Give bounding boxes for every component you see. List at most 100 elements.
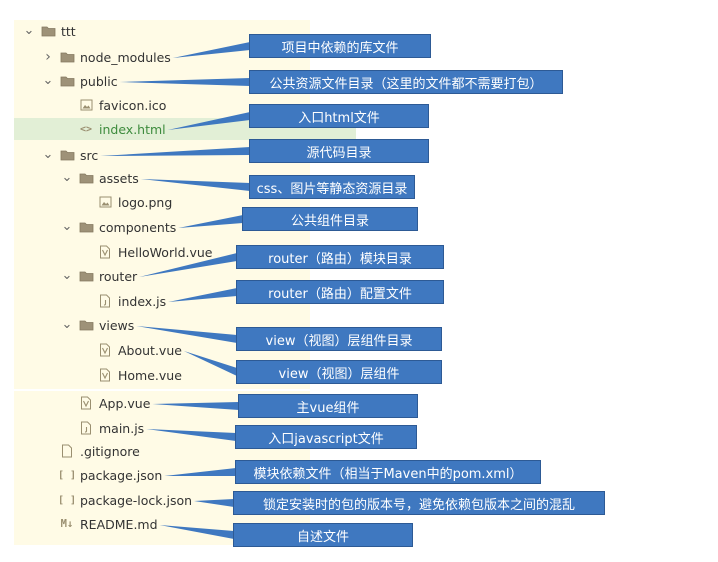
- js-file-icon: [78, 421, 94, 435]
- json-file-icon: [ ]: [57, 469, 77, 481]
- folder-icon: [59, 50, 75, 64]
- tree-folder-row[interactable]: ⌄ public: [41, 70, 118, 92]
- chevron-down-icon[interactable]: ⌄: [23, 23, 35, 38]
- leader-line: [152, 402, 239, 410]
- folder-icon: [78, 269, 94, 283]
- callout-box: view（视图）层组件: [236, 360, 442, 384]
- callout-box: 锁定安装时的包的版本号，避免依赖包版本之间的混乱: [233, 491, 605, 515]
- callout-box: 源代码目录: [249, 139, 429, 163]
- tree-folder-row[interactable]: ⌄assets: [60, 167, 139, 189]
- folder-icon: [59, 148, 75, 162]
- tree-item-label: .gitignore: [80, 443, 140, 459]
- leader-line: [136, 326, 237, 343]
- callout-box: 主vue组件: [238, 394, 418, 418]
- panel-separator: [14, 389, 310, 391]
- leader-line: [194, 499, 234, 507]
- tree-folder-row[interactable]: ⌄ router: [60, 265, 138, 287]
- json-file-icon: [ ]: [57, 494, 77, 506]
- tree-item-label: Home.vue: [118, 367, 182, 383]
- callout-box: 自述文件: [233, 523, 413, 547]
- callout-box: 公共资源文件目录（这里的文件都不需要打包）: [249, 70, 563, 94]
- tree-item-label: public: [80, 73, 118, 89]
- tree-item-label: ttt: [61, 23, 76, 39]
- tree-item-label: components: [99, 219, 177, 235]
- tree-file-row[interactable]: favicon.ico: [60, 94, 166, 116]
- leader-line: [159, 525, 234, 539]
- leader-line: [146, 429, 236, 441]
- js-file-icon: [97, 294, 113, 308]
- tree-item-label: App.vue: [99, 395, 151, 411]
- chevron-down-icon[interactable]: ⌄: [61, 170, 73, 185]
- leader-line: [164, 468, 236, 476]
- markdown-file-icon: M↓: [60, 518, 74, 530]
- vue-file-icon: [78, 396, 94, 410]
- callout-box: 模块依赖文件（相当于Maven中的pom.xml）: [235, 460, 541, 484]
- tree-item-label: index.html: [99, 121, 166, 137]
- chevron-right-icon[interactable]: ›: [45, 49, 51, 65]
- tree-item-label: README.md: [80, 516, 158, 532]
- tree-item-label: package-lock.json: [80, 492, 193, 508]
- leader-line: [168, 288, 237, 302]
- tree-file-row[interactable]: index.js: [79, 290, 166, 312]
- tree-item-label: package.json: [80, 467, 163, 483]
- callout-box: view（视图）层组件目录: [236, 327, 442, 351]
- tree-file-row[interactable]: App.vue: [60, 392, 150, 414]
- chevron-down-icon[interactable]: ⌄: [61, 268, 73, 283]
- chevron-down-icon[interactable]: ⌄: [42, 73, 54, 88]
- tree-file-row[interactable]: .gitignore: [41, 440, 140, 462]
- tree-file-row[interactable]: [ ]package.json: [41, 464, 162, 486]
- tree-file-row[interactable]: logo.png: [79, 191, 172, 213]
- leader-line: [100, 147, 250, 156]
- chevron-down-icon[interactable]: ⌄: [61, 317, 73, 332]
- tree-item-label: views: [99, 317, 135, 333]
- vue-file-icon: [97, 343, 113, 357]
- leader-line: [167, 112, 250, 130]
- callout-box: css、图片等静态资源目录: [249, 175, 415, 199]
- callout-box: 入口javascript文件: [235, 425, 417, 449]
- tree-folder-row[interactable]: ⌄ views: [60, 314, 135, 336]
- callout-box: 入口html文件: [249, 104, 429, 128]
- tree-item-label: index.js: [118, 293, 167, 309]
- tree-folder-row[interactable]: ⌄ src: [41, 144, 99, 166]
- folder-icon: [59, 74, 75, 88]
- vue-file-icon: [97, 245, 113, 259]
- tree-file-row[interactable]: main.js: [60, 417, 144, 439]
- leader-line: [178, 215, 243, 228]
- image-file-icon: [78, 98, 94, 112]
- tree-item-label: router: [99, 268, 138, 284]
- leader-line: [183, 351, 237, 376]
- tree-item-label: logo.png: [118, 194, 173, 210]
- folder-icon: [78, 318, 94, 332]
- chevron-down-icon[interactable]: ⌄: [42, 147, 54, 162]
- tree-item-label: src: [80, 147, 99, 163]
- tree-file-row[interactable]: Home.vue: [79, 364, 182, 386]
- callout-box: 公共组件目录: [242, 207, 418, 231]
- tree-file-row[interactable]: M↓ README.md: [41, 513, 158, 535]
- tree-item-label: About.vue: [118, 342, 182, 358]
- tree-item-label: HelloWorld.vue: [118, 244, 213, 260]
- chevron-down-icon[interactable]: ⌄: [61, 219, 73, 234]
- tree-file-row[interactable]: About.vue: [79, 339, 182, 361]
- generic-file-icon: [59, 444, 75, 458]
- tree-file-row[interactable]: [ ]package-lock.json: [41, 489, 192, 511]
- folder-icon: [40, 24, 56, 38]
- tree-file-row[interactable]: HelloWorld.vue: [79, 241, 213, 263]
- callout-box: router（路由）模块目录: [236, 245, 444, 269]
- vue-file-icon: [97, 368, 113, 382]
- image-file-icon: [97, 195, 113, 209]
- html-file-icon: <>: [79, 123, 93, 135]
- leader-line: [119, 78, 250, 86]
- tree-folder-row[interactable]: ⌄ ttt: [22, 20, 76, 42]
- tree-folder-row[interactable]: ⌄ components: [60, 216, 177, 238]
- tree-folder-row[interactable]: › node_modules: [41, 46, 171, 68]
- callout-box: 项目中依赖的库文件: [249, 34, 431, 58]
- callout-box: router（路由）配置文件: [236, 280, 444, 304]
- folder-icon: [78, 171, 94, 185]
- leader-line: [140, 179, 250, 191]
- leader-line: [139, 253, 237, 277]
- tree-item-label: node_modules: [80, 49, 171, 65]
- tree-item-label: favicon.ico: [99, 97, 167, 113]
- leader-line: [172, 42, 250, 58]
- tree-item-label: main.js: [99, 420, 145, 436]
